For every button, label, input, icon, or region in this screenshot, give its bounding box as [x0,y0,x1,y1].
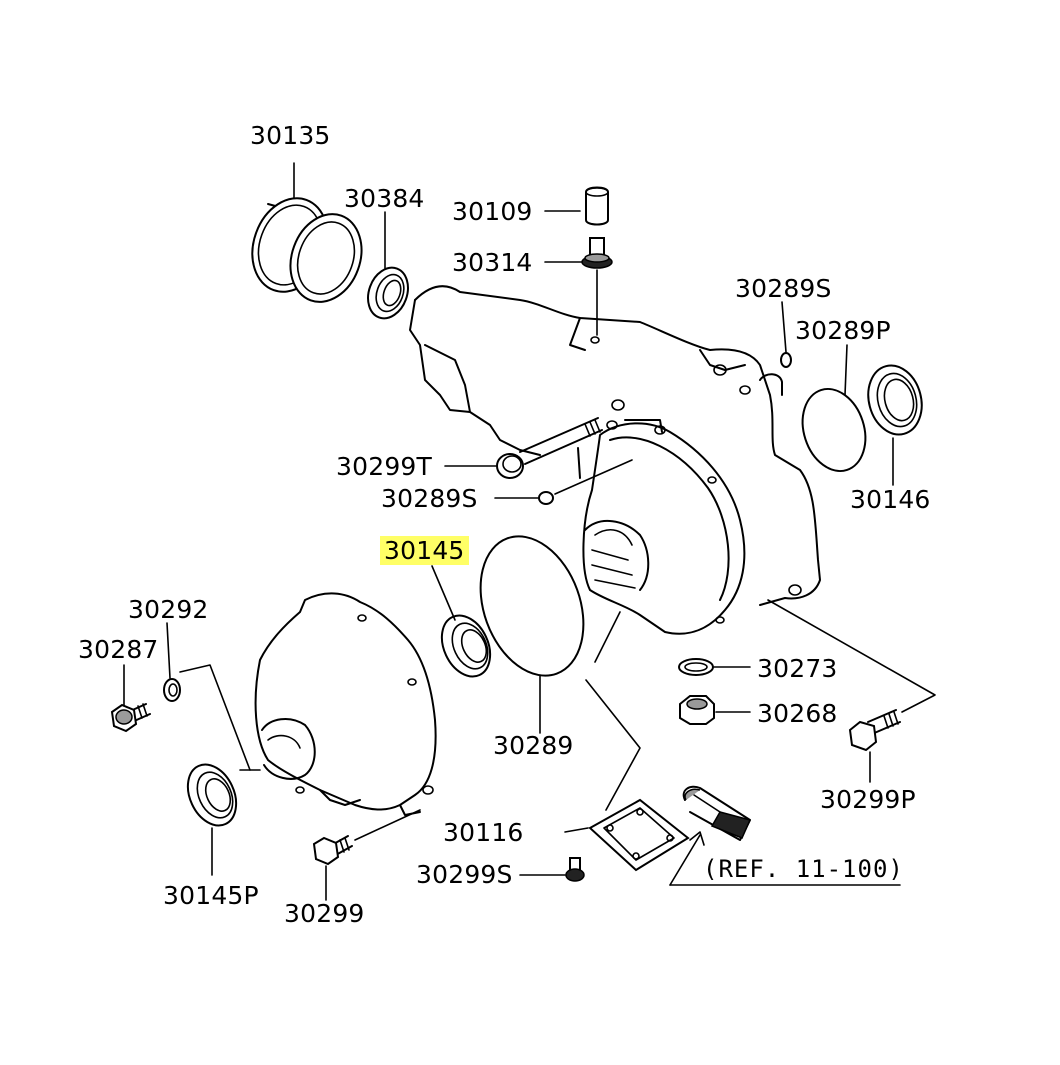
label-30384: 30384 [344,184,425,213]
part-30145-seal [440,614,492,678]
label-30314: 30314 [452,248,533,277]
label-30292: 30292 [128,595,209,624]
part-30116-gasket [588,798,690,872]
label-30289s-top: 30289S [735,274,832,303]
part-30289p-oring [801,387,867,473]
label-30135: 30135 [250,121,331,150]
label-30289p: 30289P [795,316,891,345]
label-30299: 30299 [284,899,365,928]
front-cover-housing [254,592,437,816]
label-30273: 30273 [757,654,838,683]
part-30109-cap [585,186,609,226]
part-30299-bolt [312,835,353,866]
part-30299t-bolt [496,417,603,479]
part-30289-oring [479,535,585,677]
part-30145p-seal [186,763,238,827]
label-30299s: 30299S [416,860,513,889]
label-30299p: 30299P [820,785,916,814]
part-30292-washer [163,678,181,702]
part-30314-breather [581,237,613,336]
part-30287-bolt [110,703,151,733]
label-30289s-mid: 30289S [381,484,478,513]
reference-note: (REF. 11-100) [703,855,904,883]
part-30289s-oring-mid [538,491,554,505]
part-30299p-bolt [848,709,901,752]
label-30268: 30268 [757,699,838,728]
pto-reference-unit [682,785,752,841]
part-30289s-oring-top [780,352,792,368]
upper-housing [409,285,821,606]
part-30268-plug [679,695,715,725]
label-30145p: 30145P [163,881,259,910]
label-30146: 30146 [850,485,931,514]
label-30299t: 30299T [336,452,432,481]
label-30116: 30116 [443,818,524,847]
part-30299s-screw [565,857,585,882]
label-30145-highlighted: 30145 [380,536,469,565]
part-30273-washer [678,658,714,676]
rear-bell-housing [582,419,746,635]
leader-lines [123,162,936,901]
label-30109: 30109 [452,197,533,226]
label-30289: 30289 [493,731,574,760]
label-30287: 30287 [78,635,159,664]
part-30146-seal [867,364,923,436]
part-30135-sleeve [251,197,363,303]
part-30384-seal [367,266,409,320]
